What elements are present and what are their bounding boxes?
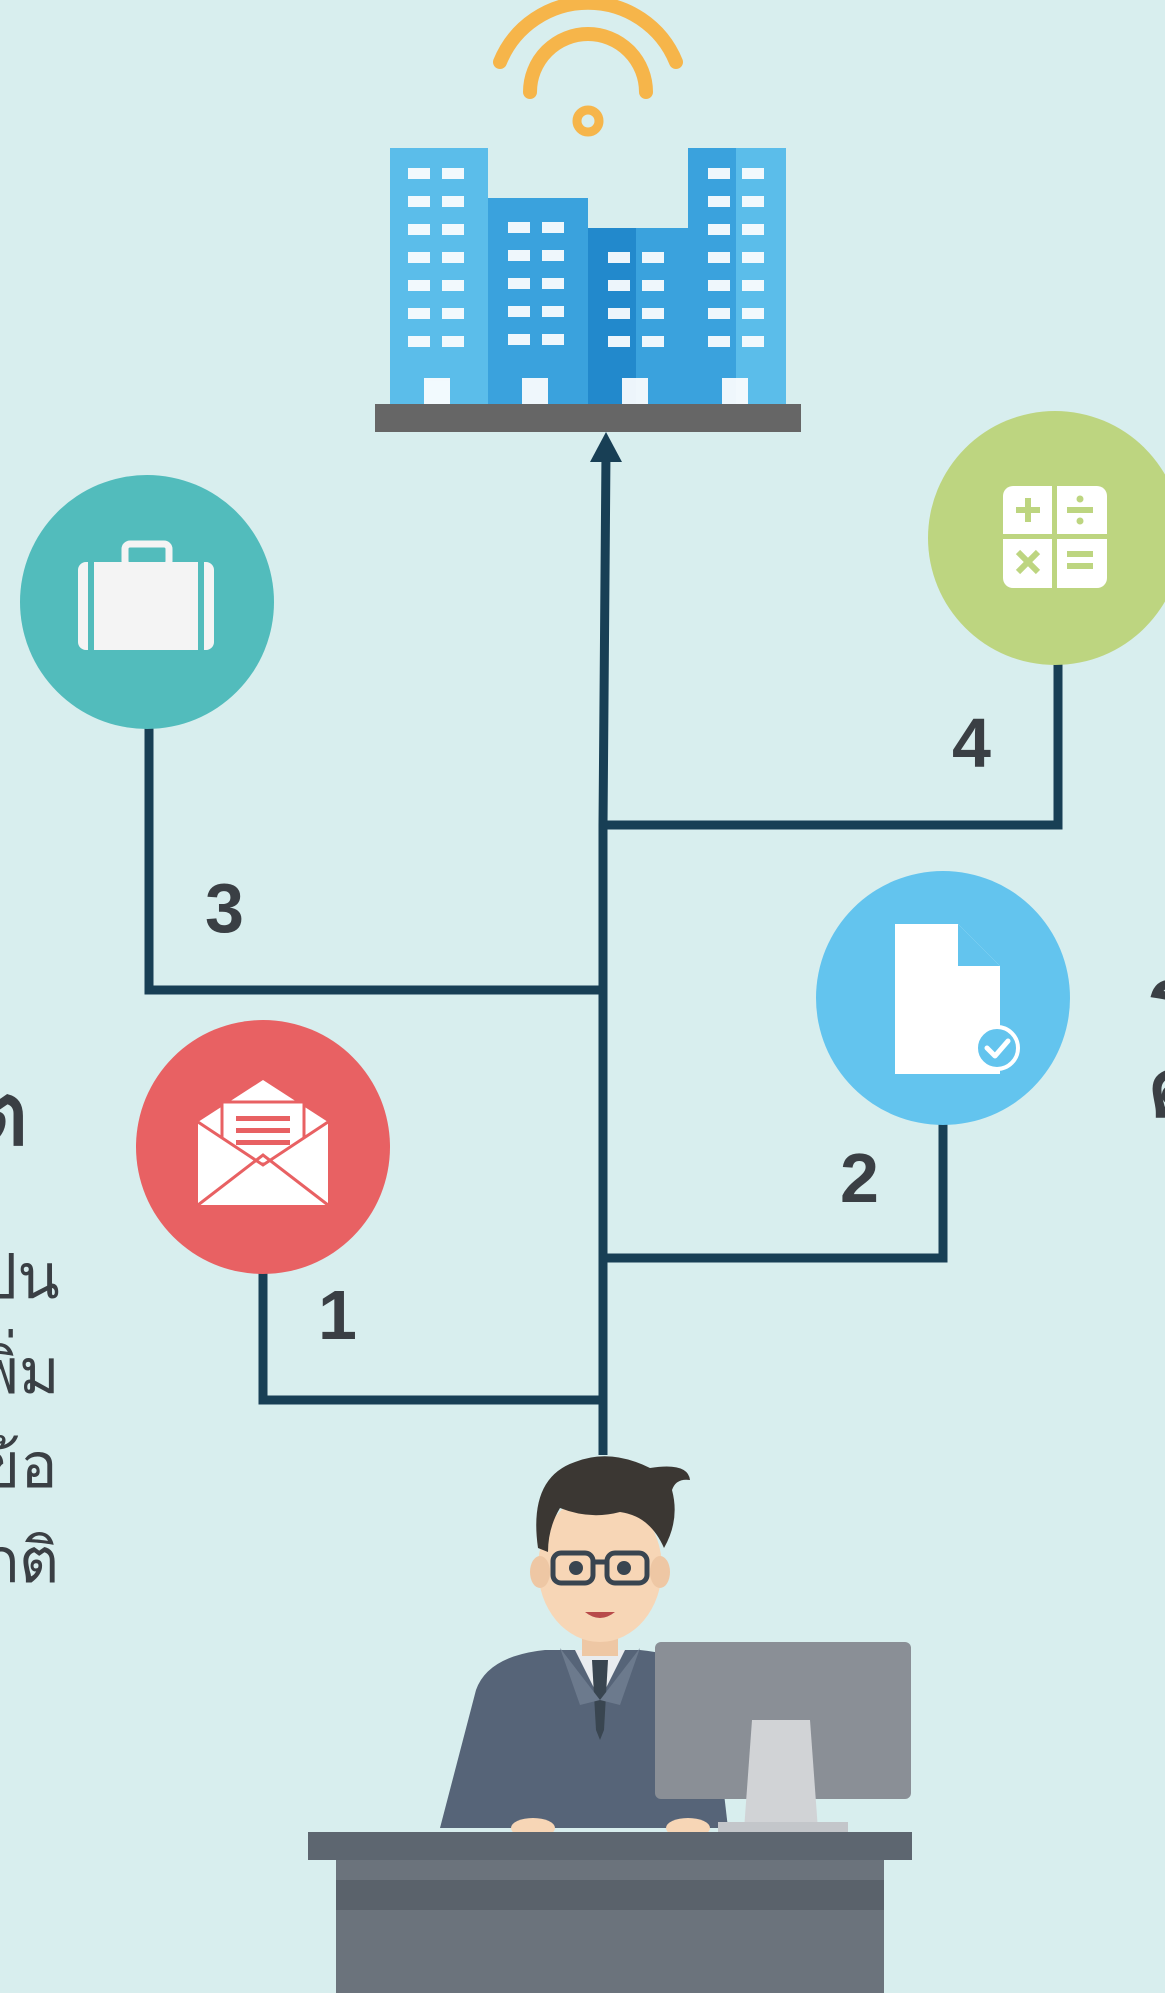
- building-window: [442, 196, 464, 207]
- building-window: [608, 252, 630, 263]
- building-window: [508, 334, 530, 345]
- building-window: [508, 278, 530, 289]
- building-window: [508, 222, 530, 233]
- building-window: [542, 278, 564, 289]
- building-window: [542, 250, 564, 261]
- building-window: [642, 336, 664, 347]
- building-window: [708, 280, 730, 291]
- building-window: [408, 252, 430, 263]
- document-check-icon: [895, 924, 1020, 1074]
- building-window: [742, 168, 764, 179]
- building-window: [708, 196, 730, 207]
- building-window: [742, 280, 764, 291]
- building-window: [442, 308, 464, 319]
- building-window: [508, 306, 530, 317]
- building-window: [642, 280, 664, 291]
- building-window: [442, 336, 464, 347]
- briefcase-icon: [78, 540, 214, 650]
- left-text-line-1: ปน: [0, 1240, 60, 1313]
- building-door: [424, 378, 450, 404]
- building-window: [642, 252, 664, 263]
- branch-line-4: [603, 658, 1063, 830]
- office-building-icon: [375, 148, 801, 432]
- step-number-2: 2: [840, 1139, 879, 1217]
- building-door: [622, 378, 648, 404]
- wifi-icon: [493, 0, 683, 137]
- building-window: [708, 308, 730, 319]
- building-window: [642, 308, 664, 319]
- arrow-head-icon: [590, 432, 622, 462]
- building-window: [408, 196, 430, 207]
- building-window: [742, 252, 764, 263]
- building-window: [708, 168, 730, 179]
- step-4-circle: [928, 411, 1165, 665]
- left-text-line-2: พิ่ม: [0, 1335, 60, 1408]
- left-text-line-4: ภติ: [0, 1524, 60, 1597]
- left-text-line-3: ข้อ: [0, 1429, 58, 1502]
- building-window: [608, 336, 630, 347]
- building-window: [708, 252, 730, 263]
- building-door: [522, 378, 548, 404]
- building-window: [442, 280, 464, 291]
- calculator-icon: [1003, 486, 1107, 588]
- step-2-circle: [816, 871, 1070, 1125]
- right-text-fragment-1: ร: [1148, 935, 1165, 1062]
- building-window: [742, 336, 764, 347]
- building-window: [708, 224, 730, 235]
- building-window: [408, 280, 430, 291]
- building-window: [542, 334, 564, 345]
- step-number-4: 4: [952, 704, 991, 782]
- building-door: [722, 378, 748, 404]
- main-trunk-line: [598, 451, 611, 1455]
- step-number-3: 3: [205, 869, 244, 947]
- building-window: [708, 336, 730, 347]
- branch-line-2: [603, 1118, 948, 1263]
- building-window: [408, 336, 430, 347]
- building-window: [542, 306, 564, 317]
- building-window: [442, 224, 464, 235]
- building-window: [742, 196, 764, 207]
- building-window: [742, 224, 764, 235]
- envelope-icon: [197, 1080, 329, 1207]
- building-window: [408, 308, 430, 319]
- building-window: [508, 250, 530, 261]
- building-window: [742, 308, 764, 319]
- building-window: [408, 168, 430, 179]
- branch-line-3: [144, 727, 603, 995]
- right-text-fragment-2: ต: [1148, 1025, 1165, 1152]
- office-worker-illustration: [308, 1456, 912, 1993]
- building-window: [408, 224, 430, 235]
- building-window: [442, 168, 464, 179]
- left-heading-fragment: ต: [0, 1045, 28, 1182]
- connector-lines: [144, 451, 1063, 1455]
- building-window: [442, 252, 464, 263]
- step-number-1: 1: [318, 1276, 357, 1354]
- step-3-circle: [20, 475, 274, 729]
- building-window: [608, 308, 630, 319]
- building-window: [608, 280, 630, 291]
- step-1-circle: [136, 1020, 390, 1274]
- branch-line-1: [258, 1270, 603, 1405]
- building-window: [542, 222, 564, 233]
